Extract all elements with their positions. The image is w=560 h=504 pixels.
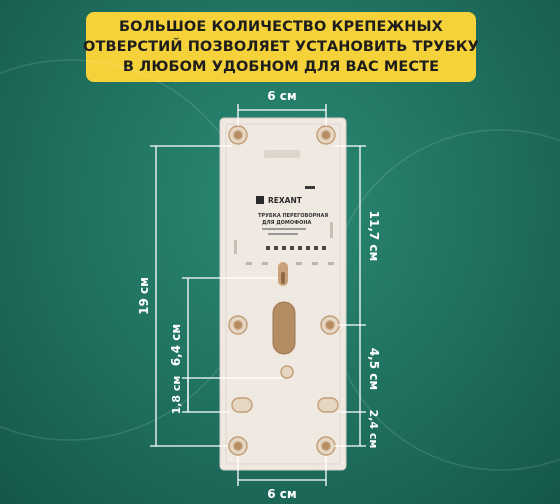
banner-line-1: БОЛЬШОЕ КОЛИЧЕСТВО КРЕПЕЖНЫХ bbox=[119, 19, 443, 35]
brand-logo-text: REXANT bbox=[268, 196, 303, 205]
total-height-label: 19 см bbox=[137, 277, 151, 315]
intercom-handset-back bbox=[219, 117, 347, 471]
info-banner: БОЛЬШОЕ КОЛИЧЕСТВО КРЕПЕЖНЫХ ОТВЕРСТИЙ П… bbox=[83, 12, 479, 82]
banner-line-3: В ЛЮБОМ УДОБНОМ ДЛЯ ВАС МЕСТЕ bbox=[122, 59, 440, 75]
left-middle-height-label: 6,4 см bbox=[169, 324, 183, 366]
bottom-width-label: 6 см bbox=[267, 487, 296, 501]
left-small-height-label: 1,8 см bbox=[170, 376, 183, 415]
device-label: REXANT ТРУБКА ПЕРЕГОВОРНАЯ ДЛЯ ДОМОФОНА bbox=[256, 196, 328, 235]
product-label-line-2: ДЛЯ ДОМОФОНА bbox=[262, 220, 312, 226]
right-middle-height-label: 4,5 см bbox=[367, 348, 381, 390]
right-upper-height-label: 11,7 см bbox=[367, 211, 381, 262]
right-small-height-label: 2,4 см bbox=[367, 410, 380, 449]
mounting-holes bbox=[228, 125, 340, 456]
product-label-line-1: ТРУБКА ПЕРЕГОВОРНАЯ bbox=[258, 213, 328, 219]
dimension-lines bbox=[150, 104, 366, 486]
top-width-label: 6 см bbox=[267, 89, 296, 103]
banner-line-2: ОТВЕРСТИЙ ПОЗВОЛЯЕТ УСТАНОВИТЬ ТРУБКУ bbox=[83, 39, 479, 55]
